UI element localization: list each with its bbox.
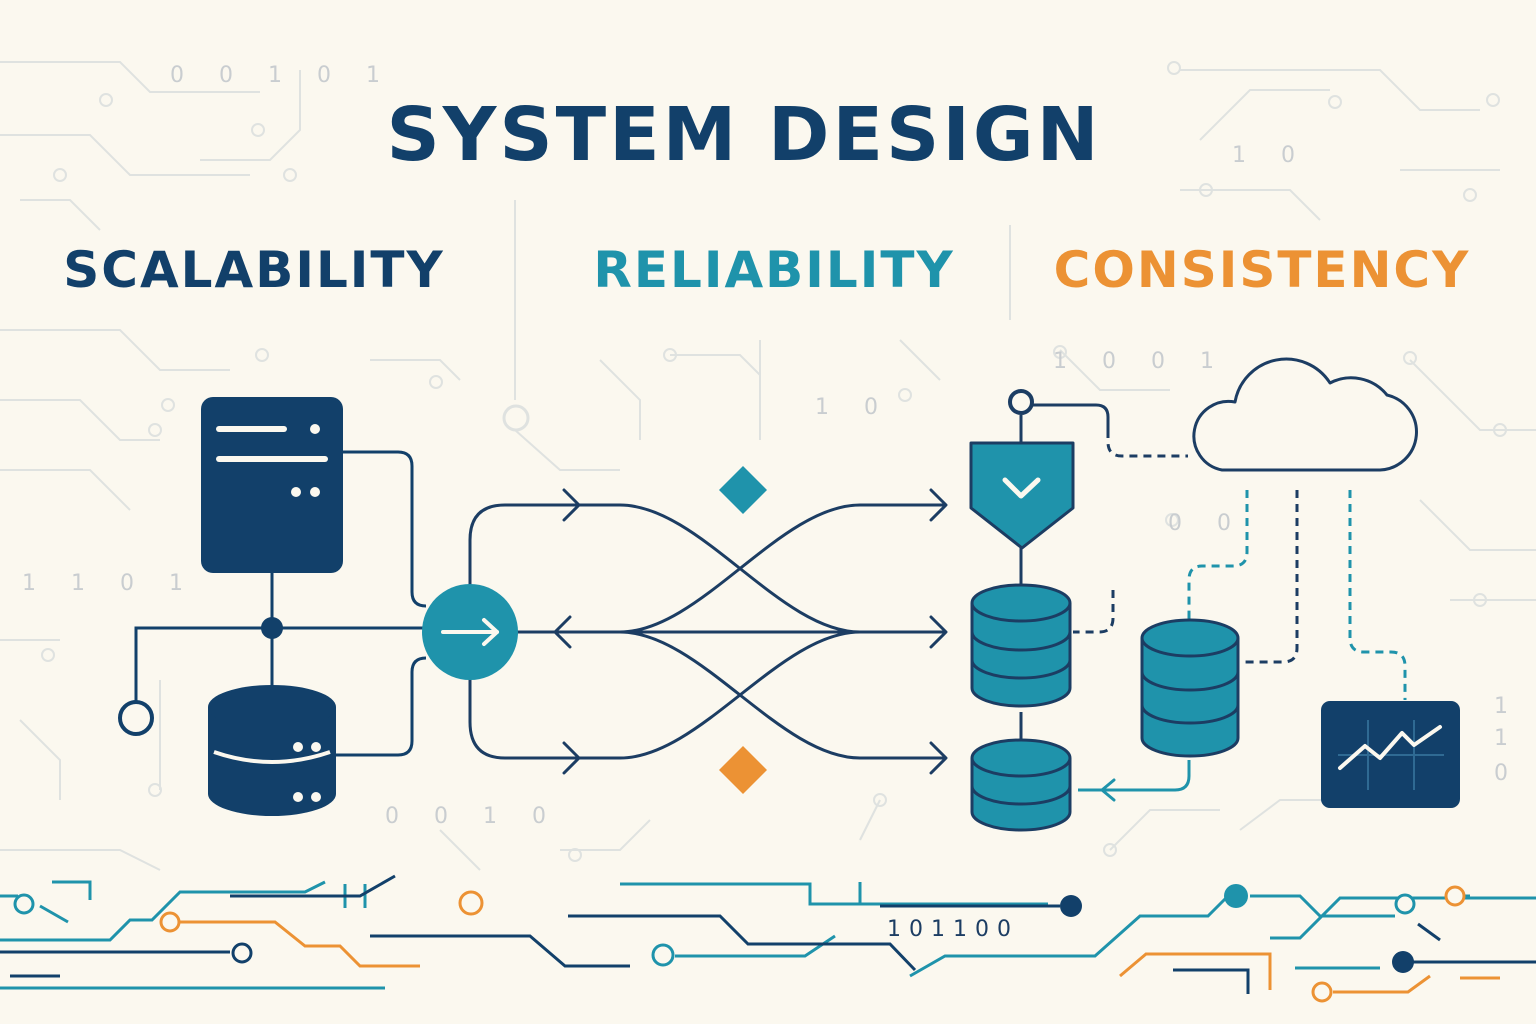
binary-mark: 101100: [887, 917, 1019, 942]
binary-vertical-mark: 1: [1494, 726, 1522, 751]
binary-mark: 0 0 1 0: [385, 804, 560, 829]
flow-arrowheads: [553, 488, 948, 775]
binary-vertical-mark: 1: [1494, 694, 1522, 719]
binary-mark: 0 0 1 0 1: [170, 63, 394, 88]
router-arrow-icon: [422, 584, 518, 680]
teal-diamond: [719, 466, 767, 514]
endpoint-node: [1008, 389, 1034, 415]
database-icon: [970, 738, 1072, 832]
junction-node: [261, 617, 283, 639]
endpoint-node: [118, 700, 154, 736]
cloud-icon: [1192, 357, 1418, 472]
binary-vertical-mark: 0: [1494, 761, 1522, 786]
scalability-group: [118, 397, 427, 816]
binary-marks: 0 0 1 0 1 1 0 1 0 0 1 1 0 0 0 1 1 0 1 0 …: [22, 63, 1522, 942]
pillar-reliability: RELIABILITY: [593, 241, 954, 299]
monitor-chart-icon: [1321, 701, 1460, 808]
pillar-scalability: SCALABILITY: [63, 241, 444, 299]
binary-mark: 0 0: [1168, 511, 1245, 536]
consistency-group: [969, 357, 1460, 832]
shield-check-icon: [969, 441, 1075, 550]
binary-mark: 1 1 0 1: [22, 571, 197, 596]
binary-mark: 1 0 0 1: [1053, 349, 1228, 374]
database-icon: [208, 685, 336, 816]
bottom-circuit-band: [0, 874, 1536, 1003]
background-circuit-traces: [0, 61, 1536, 871]
server-icon: [201, 397, 343, 573]
background-circuit-nodes: [41, 61, 1507, 862]
pillar-consistency: CONSISTENCY: [1054, 241, 1471, 299]
database-icon: [1140, 618, 1240, 758]
reliability-group: [422, 466, 948, 794]
orange-diamond: [719, 746, 767, 794]
binary-mark: 1 0: [1232, 143, 1309, 168]
binary-mark: 1 0: [815, 395, 892, 420]
page-title: SYSTEM DESIGN: [386, 92, 1101, 178]
database-icon: [970, 583, 1072, 708]
